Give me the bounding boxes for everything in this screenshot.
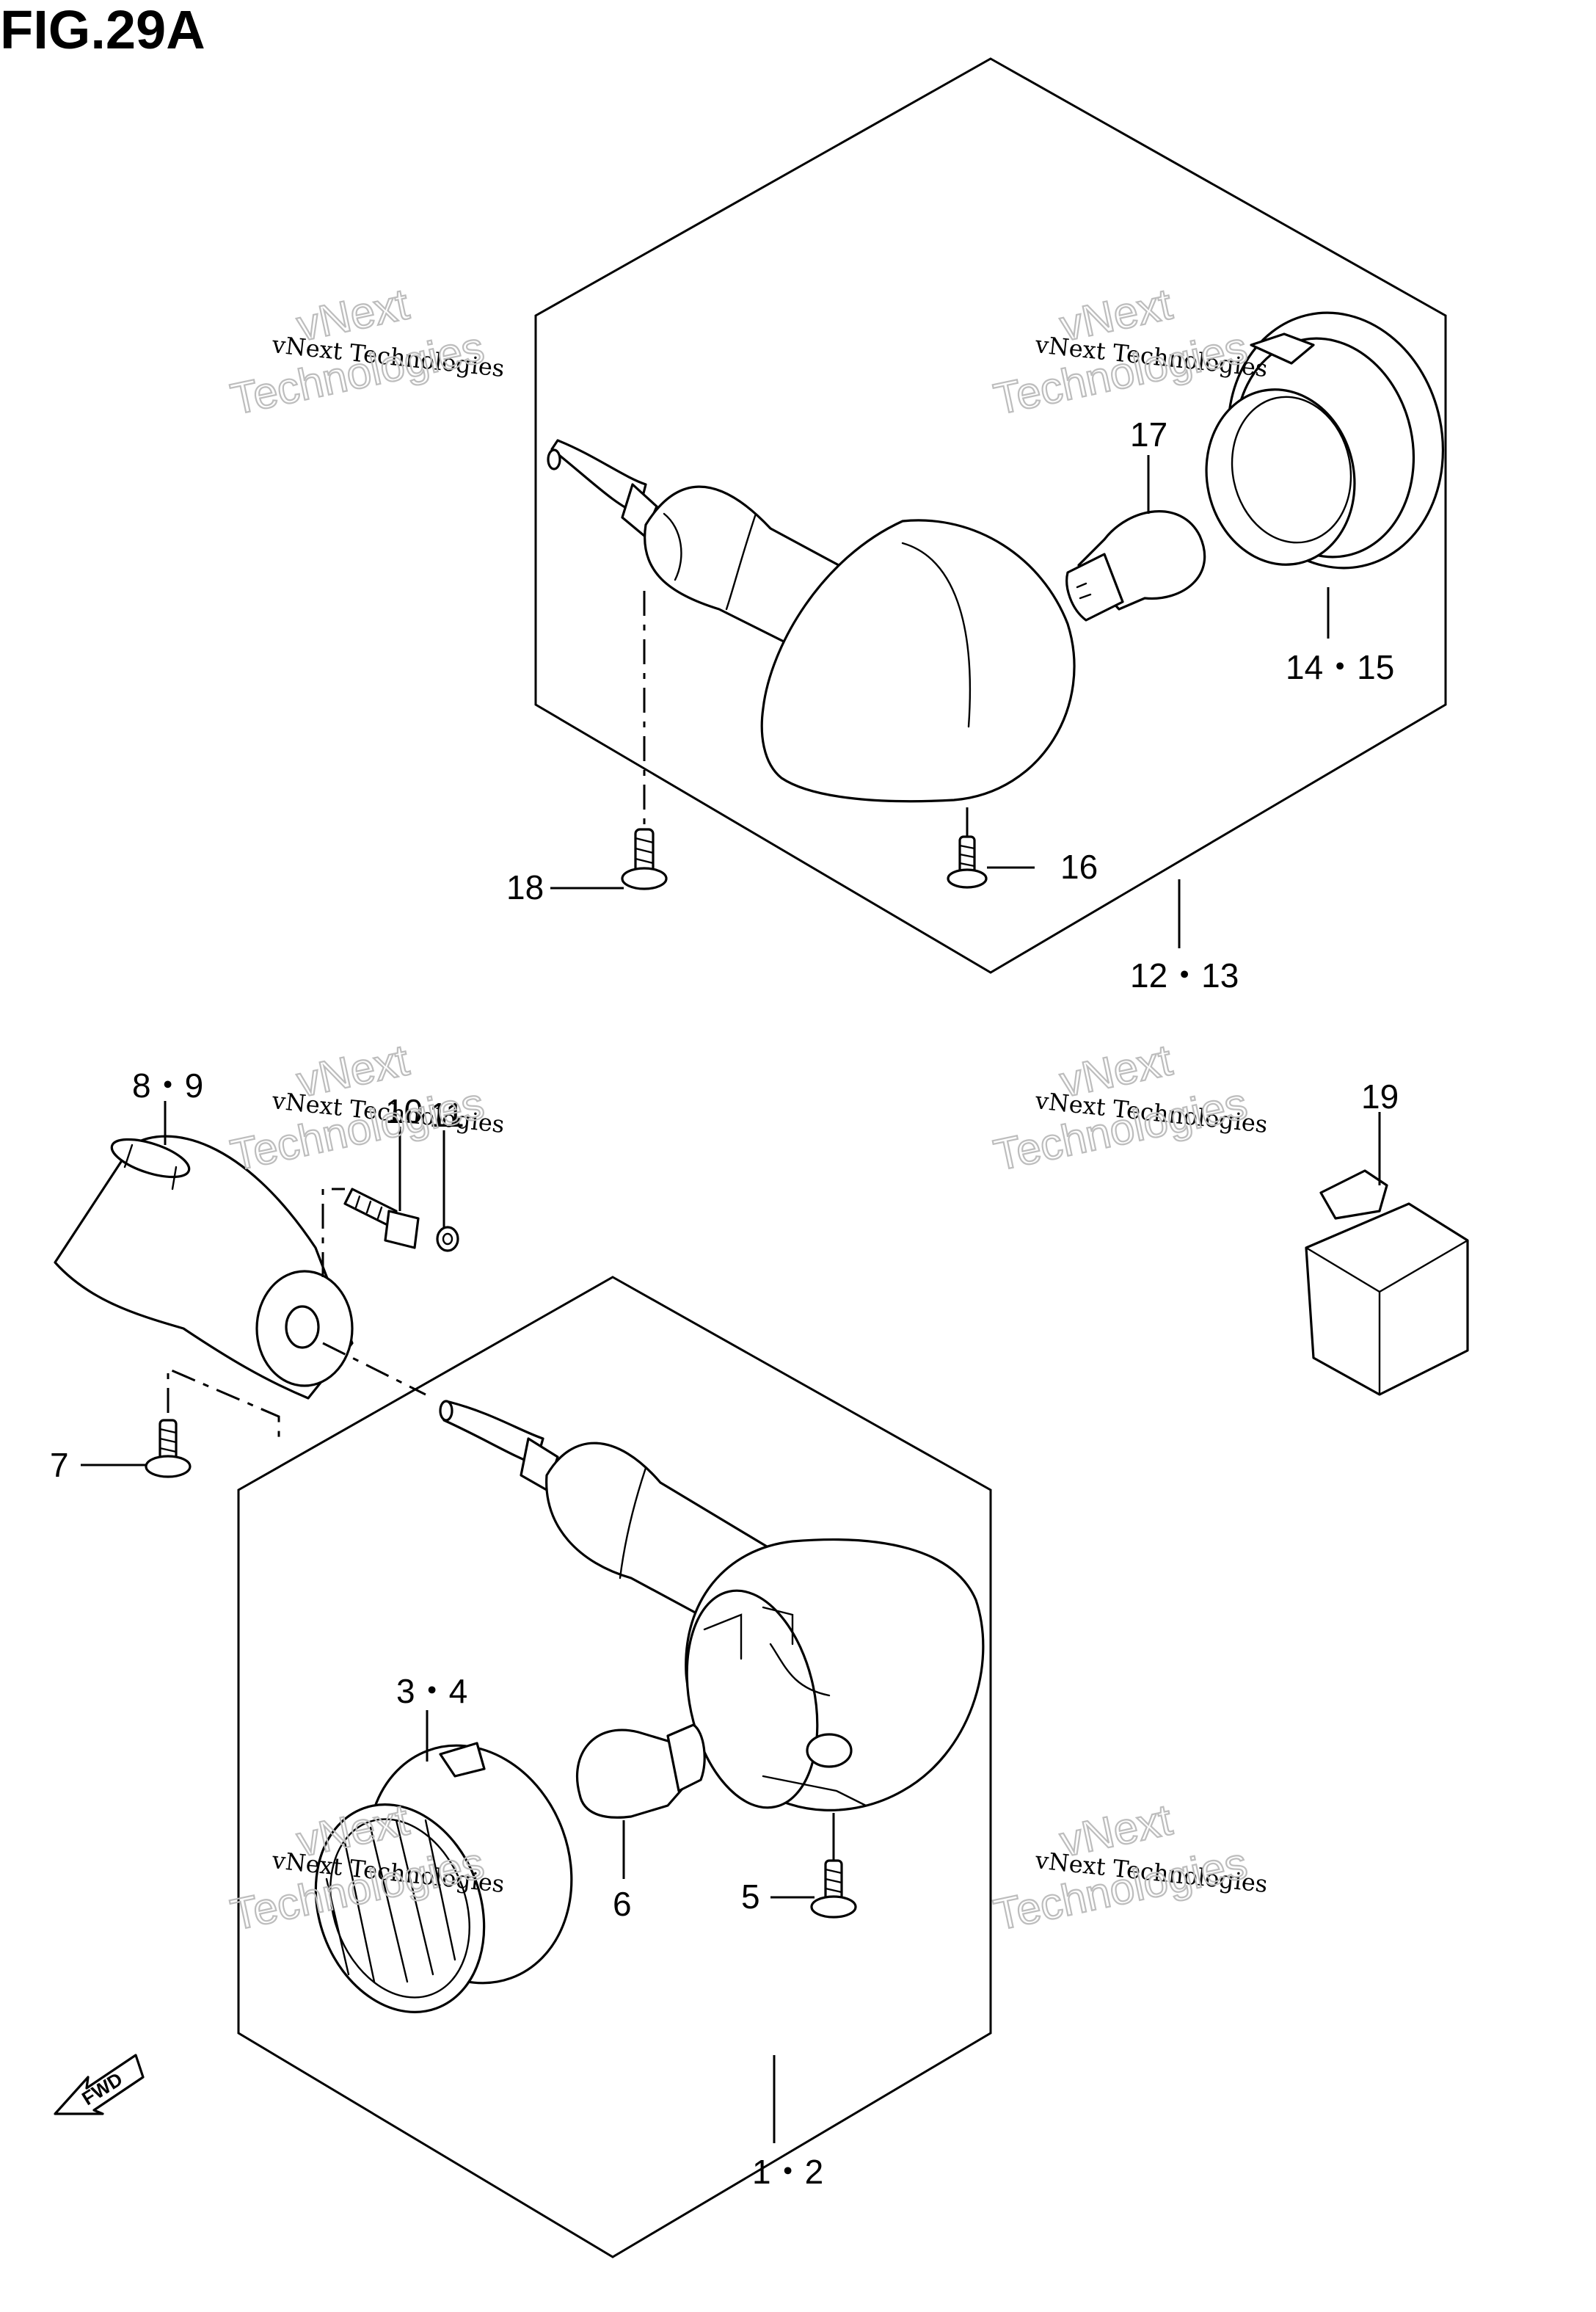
leader-dash-7 [167, 1367, 280, 1439]
watermark-2: vNext vNext Technologies Technologies [989, 278, 1269, 425]
bolt-10 [343, 1188, 420, 1249]
callout-12-13: 12・13 [1130, 956, 1239, 995]
leader-dash-lower [322, 1342, 426, 1396]
bulb-6 [575, 1723, 706, 1819]
callout-8-9: 8・9 [132, 1066, 203, 1105]
bracket-8-9 [54, 1135, 354, 1400]
callout-14-15: 14・15 [1286, 648, 1394, 686]
watermark-6: vNext vNext Technologies Technologies [989, 1794, 1269, 1941]
callout-19: 19 [1361, 1077, 1399, 1116]
callout-5: 5 [741, 1877, 760, 1916]
figure-title: FIG.29A [0, 0, 205, 60]
callout-7: 7 [50, 1446, 69, 1484]
fwd-arrow-icon: FWD [54, 2054, 145, 2115]
lower-signal-housing [685, 1538, 985, 1811]
callout-10: 10 [385, 1092, 423, 1130]
nut-11 [436, 1226, 459, 1252]
callout-11: 11 [429, 1096, 464, 1134]
upper-signal-housing [760, 519, 1076, 803]
lens-14-15 [1205, 311, 1445, 570]
screw-18 [621, 828, 668, 890]
assembly-outline-upper [534, 57, 1447, 974]
callout-16: 16 [1060, 848, 1098, 886]
screw-16 [947, 835, 988, 889]
callout-18: 18 [506, 868, 544, 906]
watermark-1: vNext vNext Technologies Technologies [226, 278, 506, 425]
callout-17: 17 [1130, 415, 1167, 454]
callout-3-4: 3・4 [396, 1672, 467, 1710]
assembly-outline-lower [237, 1276, 992, 2258]
callout-6: 6 [613, 1885, 632, 1923]
bulb-17 [1065, 510, 1206, 622]
screw-7 [145, 1419, 192, 1478]
screw-5 [810, 1859, 857, 1919]
watermark-4: vNext vNext Technologies Technologies [989, 1034, 1269, 1181]
callout-1-2: 1・2 [752, 2153, 823, 2191]
lens-3-4 [314, 1742, 573, 2013]
watermark-3: vNext vNext Technologies Technologies [226, 1034, 506, 1181]
relay-19 [1305, 1169, 1469, 1396]
leader-dash-bracket [321, 1188, 345, 1277]
